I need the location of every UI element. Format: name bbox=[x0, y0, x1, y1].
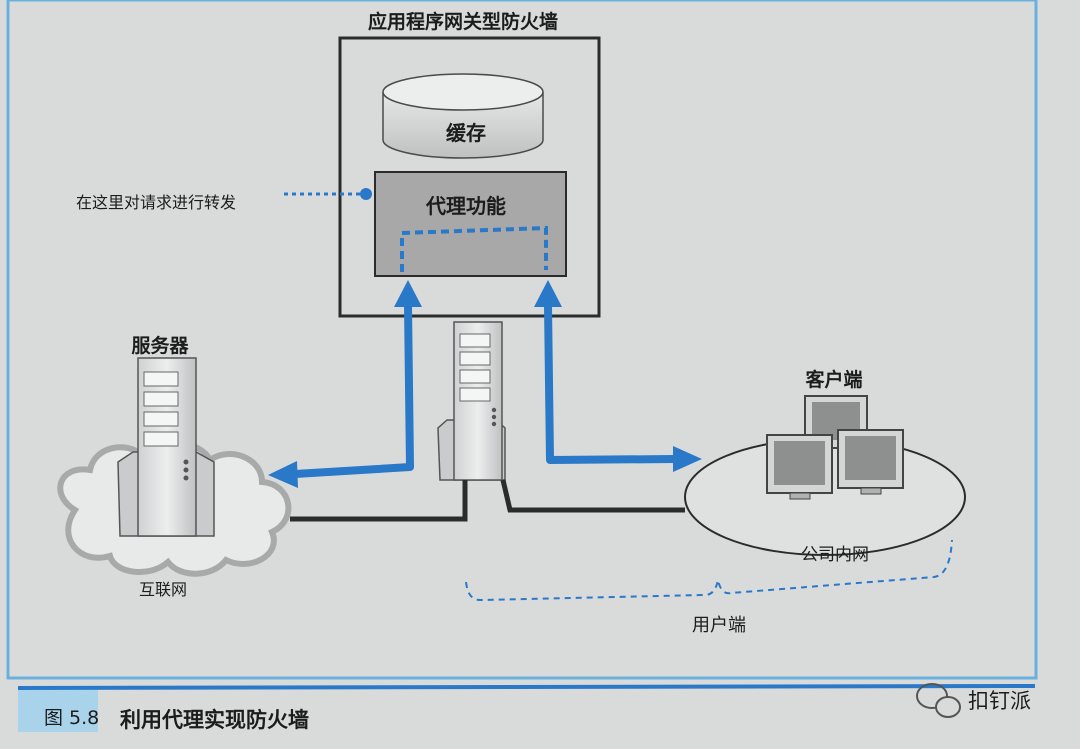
firewall-host-bay bbox=[459, 333, 491, 348]
intranet-label: 公司内网 bbox=[801, 545, 869, 565]
server-led bbox=[183, 467, 189, 473]
server-tower-icon bbox=[437, 321, 506, 481]
proxy-panel bbox=[374, 171, 567, 277]
firewall-box: 应用程序网关型防火墙 bbox=[338, 10, 601, 318]
proxy-box: 代理功能 bbox=[374, 171, 567, 277]
wechat-icon bbox=[916, 683, 961, 718]
figure-caption: 利用代理实现防火墙 bbox=[120, 708, 309, 732]
firewall-title: 应用程序网关型防火墙 bbox=[368, 10, 558, 33]
server-bay bbox=[143, 371, 179, 387]
firewall-host-led bbox=[491, 414, 497, 420]
firewall-host-led bbox=[491, 407, 497, 413]
watermark: 扣钉派 bbox=[916, 683, 1031, 718]
annotation-text: 在这里对请求进行转发 bbox=[76, 193, 236, 212]
caption-bar: 图 5.8 利用代理实现防火墙 bbox=[17, 684, 1036, 732]
proxy-forward-path bbox=[400, 225, 548, 272]
server-bay bbox=[143, 431, 179, 447]
cable-to-intranet bbox=[500, 479, 685, 513]
firewall-host-bay bbox=[459, 351, 491, 366]
user-side-label: 用户端 bbox=[692, 615, 746, 636]
cache-label: 缓存 bbox=[446, 121, 486, 145]
user-side-bracket: 用户端 bbox=[465, 539, 953, 636]
watermark-text: 扣钉派 bbox=[968, 689, 1031, 713]
client-label: 客户端 bbox=[805, 368, 862, 391]
firewall-host-led bbox=[491, 421, 497, 427]
proxy-label: 代理功能 bbox=[425, 194, 506, 218]
monitor-icon bbox=[766, 434, 833, 500]
arrow-head-up-right bbox=[534, 280, 562, 307]
annotation-dot bbox=[360, 188, 372, 200]
firewall-host-bay bbox=[459, 369, 491, 384]
monitor-screen bbox=[845, 436, 896, 480]
monitor-screen bbox=[774, 441, 825, 485]
firewall-host-bay bbox=[459, 387, 491, 402]
wechat-bubble-large bbox=[916, 683, 948, 709]
server-bay bbox=[143, 391, 179, 407]
flow-to-client bbox=[544, 304, 676, 464]
figure-number: 图 5.8 bbox=[44, 707, 99, 729]
server-tower-icon: 服务器 bbox=[117, 334, 215, 537]
monitor-stand bbox=[789, 492, 811, 500]
flow-to-server bbox=[294, 304, 414, 478]
server-bay bbox=[143, 411, 179, 427]
network-cables bbox=[290, 479, 685, 522]
annotation: 在这里对请求进行转发 bbox=[76, 188, 372, 212]
monitor-stand bbox=[860, 487, 882, 495]
server-body bbox=[137, 357, 197, 537]
cable-to-internet bbox=[290, 480, 468, 522]
arrow-head-right bbox=[673, 446, 702, 472]
arrow-head-left bbox=[268, 461, 298, 488]
caption-tab bbox=[18, 690, 98, 732]
client-computers: 客户端 bbox=[766, 368, 904, 500]
cache-cylinder: 缓存 bbox=[382, 73, 544, 159]
firewall-frame bbox=[338, 36, 601, 318]
wechat-bubble-small bbox=[935, 696, 961, 718]
internet-label: 互联网 bbox=[139, 580, 187, 599]
server-led bbox=[183, 459, 189, 465]
server-label: 服务器 bbox=[131, 334, 189, 357]
cache-top bbox=[382, 73, 544, 111]
caption-rule bbox=[17, 684, 1036, 690]
server-led bbox=[183, 475, 189, 481]
monitor-icon bbox=[837, 429, 904, 495]
page-frame bbox=[6, 0, 1038, 680]
cache-body bbox=[382, 92, 544, 159]
arrow-head-up-left bbox=[394, 280, 422, 307]
data-flow-arrows bbox=[268, 280, 702, 488]
